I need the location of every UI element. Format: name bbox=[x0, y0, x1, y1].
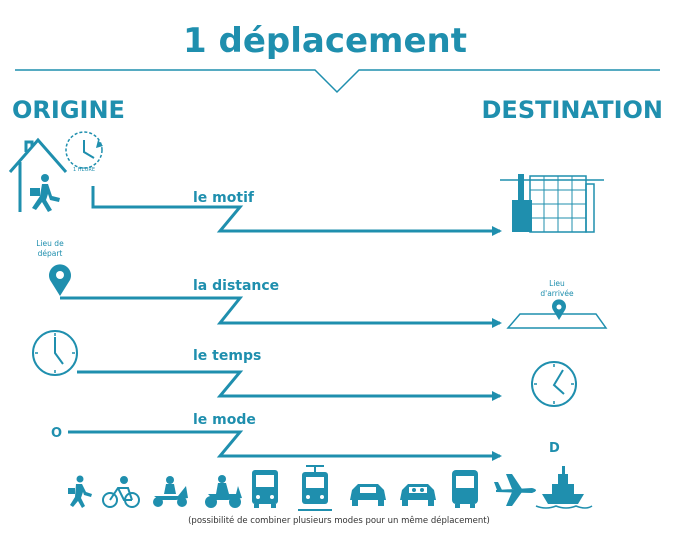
page-title: 1 déplacement bbox=[183, 21, 467, 61]
row-label-motif: le motif bbox=[193, 190, 255, 206]
coach-icon bbox=[452, 470, 478, 508]
route-arrow-distance bbox=[60, 296, 502, 328]
clock-icon bbox=[65, 131, 103, 169]
row-label-mode: le mode bbox=[193, 412, 256, 428]
carpool-car-icon bbox=[400, 484, 436, 506]
departure-label-line1: Lieu de bbox=[36, 239, 64, 248]
departure-label-line2: départ bbox=[38, 249, 63, 258]
running-person-icon bbox=[30, 174, 60, 212]
house-icon bbox=[8, 137, 68, 212]
scooter-icon bbox=[153, 476, 188, 507]
bicycle-icon bbox=[102, 476, 140, 508]
clock-badge-label: 1 HEURE bbox=[73, 167, 95, 173]
origin-clock-icon bbox=[32, 330, 78, 376]
origin-heading: ORIGINE bbox=[12, 96, 125, 124]
destination-clock-icon bbox=[531, 361, 577, 407]
arrival-map-icon bbox=[506, 299, 608, 329]
bus-icon bbox=[252, 470, 278, 508]
walking-person-icon bbox=[68, 475, 92, 508]
route-arrow-mode bbox=[68, 430, 502, 461]
tram-icon bbox=[298, 465, 332, 511]
route-arrow-motif bbox=[91, 186, 502, 236]
arrival-label-line1: Lieu bbox=[549, 279, 565, 288]
destination-heading: DESTINATION bbox=[482, 96, 664, 124]
footnote: (possibilité de combiner plusieurs modes… bbox=[188, 515, 490, 526]
arrival-label-line2: d'arrivée bbox=[540, 289, 574, 298]
row-label-distance: la distance bbox=[193, 278, 279, 294]
mode-origin-marker: O bbox=[51, 426, 62, 441]
row-label-temps: le temps bbox=[193, 348, 261, 364]
route-arrow-temps bbox=[77, 370, 502, 401]
title-divider bbox=[15, 69, 660, 94]
motorcycle-icon bbox=[205, 475, 242, 508]
mode-destination-marker: D bbox=[549, 441, 560, 456]
airplane-icon bbox=[494, 474, 536, 506]
building-icon bbox=[500, 174, 604, 233]
car-icon bbox=[350, 484, 386, 506]
ship-icon bbox=[535, 466, 593, 509]
map-pin-icon bbox=[49, 264, 71, 296]
